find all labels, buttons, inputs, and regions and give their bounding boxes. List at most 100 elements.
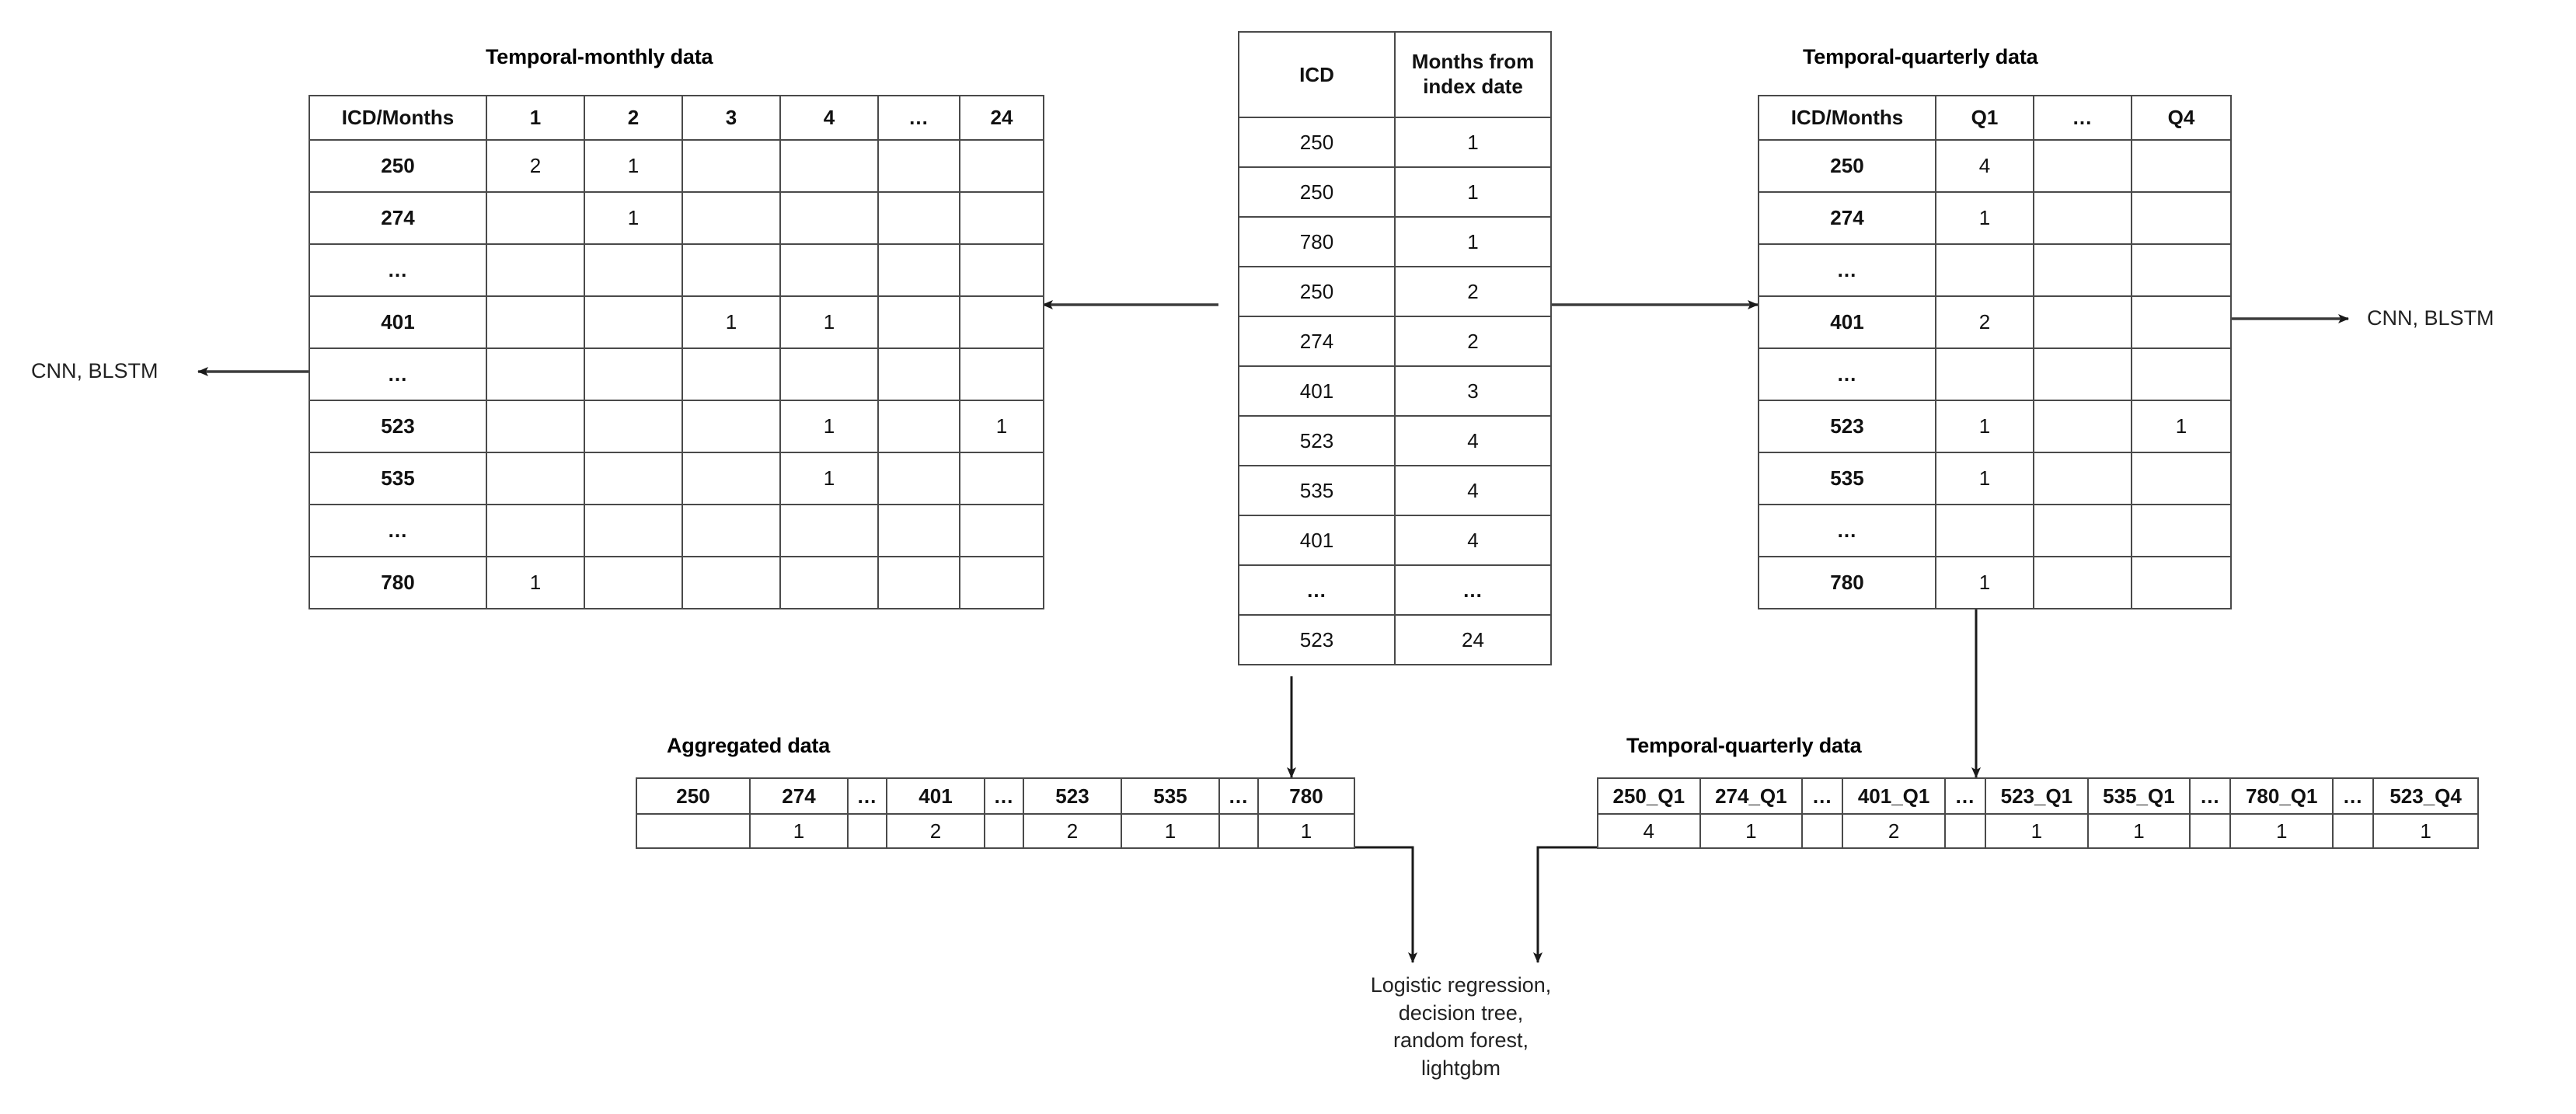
data-cell [584, 347, 683, 401]
data-cell: 1 [779, 295, 879, 349]
data-cell [584, 504, 683, 557]
table-row: ... [308, 504, 1044, 557]
label-cnn-blstm-left: CNN, BLSTM [31, 359, 159, 382]
data-cell [959, 504, 1044, 557]
data-cell [681, 504, 781, 557]
data-cell [486, 400, 585, 453]
data-cell: 1 [1935, 191, 2034, 245]
arrow-aggregated-to-models [1354, 846, 1417, 963]
cell-icd-code: ... [1238, 564, 1396, 616]
column-header-icd: ICD/Months [308, 95, 487, 141]
column-header-feature: 535_Q1 [2086, 777, 2191, 815]
data-cell [877, 556, 960, 609]
data-cell: 2 [1935, 295, 2034, 349]
table-row: ... [1758, 504, 2232, 557]
cell-months-from-index: 24 [1394, 614, 1552, 665]
label-line: Logistic regression, [1370, 973, 1552, 997]
cell-icd-code: 250 [1238, 166, 1396, 218]
data-cell [2131, 243, 2232, 297]
column-header-feature: ... [1801, 777, 1844, 815]
label-line: lightgbm [1420, 1056, 1501, 1080]
data-cell [779, 139, 879, 193]
column-header-feature: 523 [1023, 777, 1122, 815]
data-cell [959, 556, 1044, 609]
data-cell: 1 [1935, 556, 2034, 609]
row-header-icd: 250 [1758, 139, 1936, 193]
title-temporal-quarterly-bottom: Temporal-quarterly data [1626, 734, 1862, 757]
data-cell: 1 [681, 295, 781, 349]
label-line: decision tree, [1398, 1001, 1524, 1025]
table-row: ...... [1238, 564, 1552, 616]
data-cell [779, 191, 879, 245]
column-header-feature: ... [2189, 777, 2232, 815]
data-cell [486, 243, 585, 297]
data-cell [877, 243, 960, 297]
data-cell [847, 813, 887, 849]
data-cell: 1 [749, 813, 849, 849]
title-temporal-quarterly-top: Temporal-quarterly data [1803, 45, 2038, 68]
data-cell [779, 556, 879, 609]
arrow-flat-to-models [1533, 846, 1597, 963]
data-cell [2131, 452, 2232, 505]
column-header-period: Q1 [1935, 95, 2034, 141]
column-header-feature: 780_Q1 [2229, 777, 2334, 815]
data-cell [681, 191, 781, 245]
row-header-icd: 780 [308, 556, 487, 609]
column-header-period: ... [877, 95, 960, 141]
data-cell [2131, 295, 2232, 349]
row-header-icd: ... [308, 504, 487, 557]
data-cell: 1 [2229, 813, 2334, 849]
data-cell [2131, 504, 2232, 557]
data-cell [877, 295, 960, 349]
column-header-feature: 250 [636, 777, 751, 815]
column-header-feature: 535 [1121, 777, 1220, 815]
data-cell [1218, 813, 1259, 849]
data-cell: 1 [2131, 400, 2232, 453]
data-cell: 1 [486, 556, 585, 609]
data-cell [959, 191, 1044, 245]
cell-months-from-index: ... [1394, 564, 1552, 616]
data-cell: 1 [1257, 813, 1355, 849]
cell-icd-code: 250 [1238, 117, 1396, 168]
cell-months-from-index: 3 [1394, 365, 1552, 417]
data-cell [681, 400, 781, 453]
data-cell [681, 556, 781, 609]
column-header-feature: 250_Q1 [1597, 777, 1701, 815]
data-cell: 4 [1935, 139, 2034, 193]
data-cell [959, 139, 1044, 193]
data-cell [877, 504, 960, 557]
data-cell [1935, 504, 2034, 557]
column-header-feature: ... [1943, 777, 1987, 815]
data-cell [2033, 504, 2132, 557]
data-cell: 1 [584, 139, 683, 193]
cell-months-from-index: 4 [1394, 465, 1552, 516]
data-cell [681, 452, 781, 505]
data-cell: 1 [779, 400, 879, 453]
column-header-icd: ICD [1238, 31, 1396, 118]
data-cell: 2 [886, 813, 985, 849]
column-header-feature: ... [847, 777, 887, 815]
row-header-icd: 274 [1758, 191, 1936, 245]
data-cell [959, 452, 1044, 505]
column-header-feature: 780 [1257, 777, 1355, 815]
data-cell [877, 191, 960, 245]
column-header-feature: 401 [886, 777, 985, 815]
data-cell [779, 243, 879, 297]
data-cell [681, 139, 781, 193]
data-cell [877, 347, 960, 401]
row-header-icd: ... [308, 347, 487, 401]
